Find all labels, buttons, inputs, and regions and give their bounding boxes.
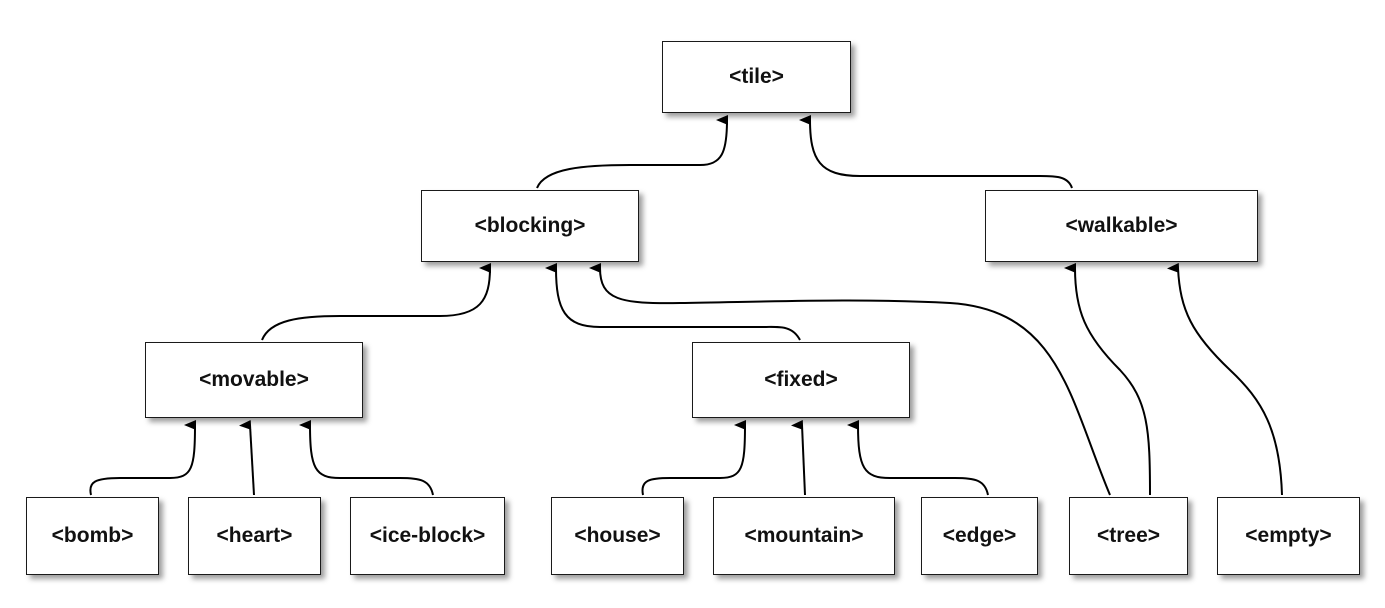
edge-walkable-to-tile [799,114,1073,189]
node-house: <house> [551,497,684,575]
edge-movable-to-blocking [261,263,492,341]
node-ice-block: <ice-block> [350,497,505,575]
edge-bomb-to-movable [89,420,197,496]
node-edge: <edge> [921,497,1038,575]
node-empty: <empty> [1217,497,1360,575]
node-walkable: <walkable> [985,190,1258,262]
node-blocking: <blocking> [421,190,639,262]
edge-tree-to-walkable [1064,262,1151,496]
node-tile: <tile> [662,41,851,113]
node-fixed: <fixed> [692,342,910,418]
node-mountain: <mountain> [713,497,895,575]
edge-house-to-fixed [641,420,747,496]
edge-empty-to-walkable [1167,262,1283,496]
edge-edge-to-fixed [847,419,989,496]
node-bomb: <bomb> [26,497,159,575]
edge-heart-to-movable [239,419,255,496]
node-heart: <heart> [188,497,321,575]
node-movable: <movable> [145,342,363,418]
edge-tree-to-blocking [589,262,1111,496]
edge-blocking-to-tile [536,115,729,189]
node-tree: <tree> [1069,497,1188,575]
edge-ice-block-to-movable [299,419,434,496]
edge-fixed-to-blocking [545,262,801,341]
edge-mountain-to-fixed [791,419,806,496]
